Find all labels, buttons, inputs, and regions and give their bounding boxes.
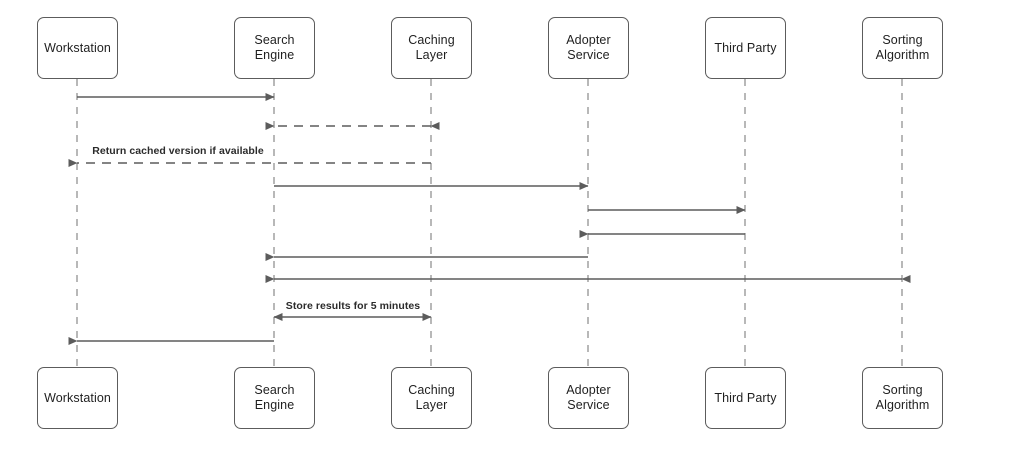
participant-box-adopter-service-top[interactable]: Adopter Service (548, 17, 629, 79)
participant-label-caching-layer: Caching Layer (408, 33, 455, 62)
participant-box-search-engine-bottom[interactable]: Search Engine (234, 367, 315, 429)
participant-label-sorting-algorithm: Sorting Algorithm (875, 33, 930, 62)
participant-label-workstation: Workstation (44, 40, 111, 55)
participant-box-caching-layer-top[interactable]: Caching Layer (391, 17, 472, 79)
participant-box-workstation-bottom[interactable]: Workstation (37, 367, 118, 429)
lifelines-group (76, 79, 903, 367)
participant-label-sorting-algorithm: Sorting Algorithm (875, 383, 930, 412)
message-label-m3: Return cached version if available (92, 145, 264, 157)
participant-box-sorting-algorithm-top[interactable]: Sorting Algorithm (862, 17, 943, 79)
messages-group (68, 93, 911, 345)
participant-label-caching-layer: Caching Layer (408, 383, 455, 412)
participant-label-adopter-service: Adopter Service (566, 33, 611, 62)
participant-label-search-engine: Search Engine (254, 33, 295, 62)
message-label-m9: Store results for 5 minutes (285, 300, 421, 312)
participant-label-third-party: Third Party (714, 390, 777, 405)
participant-box-third-party-bottom[interactable]: Third Party (705, 367, 786, 429)
participant-box-search-engine-top[interactable]: Search Engine (234, 17, 315, 79)
participant-label-third-party: Third Party (714, 40, 777, 55)
participant-box-adopter-service-bottom[interactable]: Adopter Service (548, 367, 629, 429)
participant-box-workstation-top[interactable]: Workstation (37, 17, 118, 79)
participant-box-third-party-top[interactable]: Third Party (705, 17, 786, 79)
participant-label-search-engine: Search Engine (254, 383, 295, 412)
participant-box-sorting-algorithm-bottom[interactable]: Sorting Algorithm (862, 367, 943, 429)
participant-label-workstation: Workstation (44, 390, 111, 405)
participant-box-caching-layer-bottom[interactable]: Caching Layer (391, 367, 472, 429)
participant-label-adopter-service: Adopter Service (566, 383, 611, 412)
